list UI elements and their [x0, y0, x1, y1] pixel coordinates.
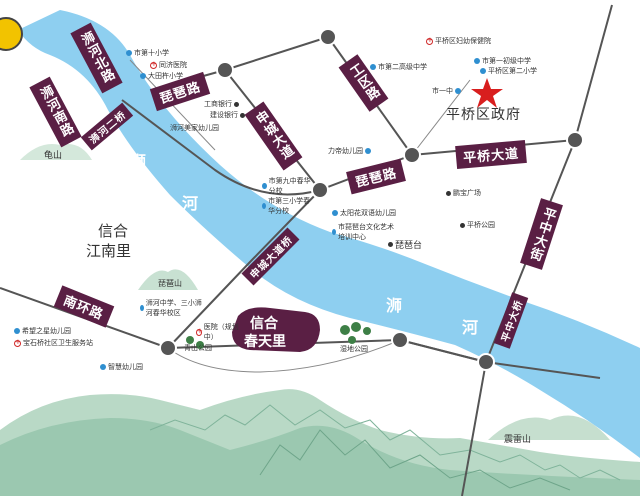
poi-shuichan[interactable]: 浉河美家幼儿园 — [170, 124, 219, 132]
poi-taiyang[interactable]: 太阳花双语幼儿园 — [332, 208, 396, 218]
poi-wenhua[interactable]: 市琵琶台文化艺术培训中心 — [332, 222, 394, 242]
poi-shidi-park[interactable]: 湿地公园 — [340, 345, 368, 353]
school-icon — [332, 210, 338, 216]
hospital-icon — [426, 36, 433, 45]
area-pipashan: 琵琶山 — [158, 279, 182, 288]
hill-leishan — [488, 415, 610, 440]
poi-dadian[interactable]: 大田杵小学 — [140, 71, 183, 81]
poi-baoshi[interactable]: 宝石桥社区卫生服务站 — [14, 338, 93, 348]
poi-school-3[interactable]: 市第三小学春华分校 — [262, 196, 312, 216]
hospital-icon — [196, 327, 203, 336]
school-icon — [480, 68, 486, 74]
school-icon — [455, 88, 461, 94]
hospital-icon — [150, 60, 157, 69]
river-label-4: 河 — [462, 318, 479, 337]
poi-school-10[interactable]: 市第十小学 — [126, 48, 169, 58]
poi-pipatai[interactable]: 琵琶台 — [388, 238, 422, 251]
poi-no1[interactable]: 市一中 — [432, 86, 461, 96]
poi-hospital-plan[interactable]: 医院（规划中） — [196, 322, 240, 342]
park-trees — [186, 322, 371, 349]
junction-nodes — [159, 28, 584, 371]
school-icon — [140, 73, 146, 79]
school-icon — [365, 148, 371, 154]
hospital-icon — [14, 338, 21, 347]
school-icon — [262, 203, 267, 209]
area-guishan: 龟山 — [44, 151, 63, 161]
poi-zhihui[interactable]: 智慧幼儿园 — [100, 362, 143, 372]
poi-liyuan[interactable]: 力帝幼儿园 — [328, 146, 371, 156]
landmark-icon — [388, 242, 393, 247]
river-label-3: 浉 — [386, 296, 403, 315]
poi-maternity[interactable]: 平桥区妇幼保健院 — [426, 36, 491, 46]
river-shihe — [18, 10, 640, 458]
school-icon — [262, 183, 267, 189]
school-icon — [126, 50, 132, 56]
landmark-icon — [446, 190, 451, 196]
area-xinhe: 信合 — [98, 222, 129, 240]
poi-park[interactable]: 平桥公园 — [460, 220, 495, 230]
river-label-1: 浉 — [130, 152, 147, 171]
poi-tongji[interactable]: 同济医院 — [150, 60, 187, 70]
hill-guishan — [20, 144, 92, 160]
poi-school-1mid[interactable]: 市第一初级中学 — [474, 56, 531, 66]
poi-school-2mid[interactable]: 市第二高级中学 — [370, 62, 427, 72]
poi-park-qingshan[interactable]: 青山公园 — [184, 344, 212, 352]
area-jiangnanli: 江南里 — [86, 242, 132, 260]
poi-xiwang[interactable]: 希望之星幼儿园 — [14, 326, 71, 336]
corner-badge — [0, 17, 23, 51]
school-icon — [370, 64, 376, 70]
mountain-foreground — [0, 389, 640, 496]
poi-plaza[interactable]: 鹏宝广场 — [446, 188, 481, 198]
development-title-2[interactable]: 春天里 — [244, 334, 286, 350]
development-title-1[interactable]: 信合 — [250, 316, 278, 332]
poi-shihe-mid[interactable]: 浉河中学、三小浉河春华校区 — [140, 298, 202, 318]
bank-icon — [240, 112, 245, 118]
hill-pipashan — [138, 269, 198, 290]
poi-icbc[interactable]: 工商银行 — [204, 99, 239, 109]
school-icon — [140, 305, 144, 311]
poi-school-2pri[interactable]: 平桥区第二小学 — [480, 66, 537, 76]
area-leishan: 震雷山 — [504, 435, 532, 445]
school-icon — [474, 58, 480, 64]
school-icon — [100, 364, 106, 370]
development-block — [232, 307, 320, 352]
school-icon — [332, 229, 336, 235]
poi-gov[interactable]: 平桥区政府 — [446, 107, 521, 123]
poi-school-9[interactable]: 市第九中春华分校 — [262, 176, 312, 196]
park-icon — [460, 222, 465, 228]
gov-star-icon — [471, 78, 503, 108]
river-label-2: 河 — [182, 194, 199, 213]
school-icon — [14, 328, 20, 334]
bank-icon — [234, 101, 239, 107]
poi-ccb[interactable]: 建设银行 — [210, 110, 245, 120]
